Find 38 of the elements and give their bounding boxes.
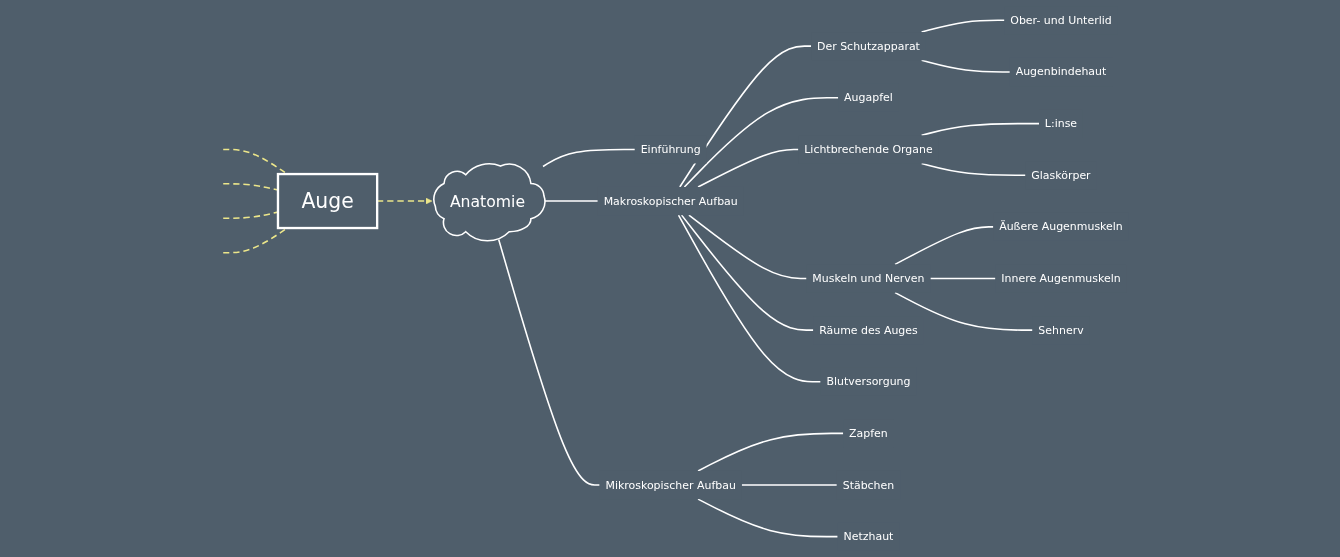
node-text: Netzhaut (843, 530, 893, 543)
connector (920, 122, 1040, 137)
connector (541, 148, 636, 168)
connector (696, 432, 844, 472)
connector (497, 238, 600, 486)
node-text: Räume des Auges (818, 323, 918, 336)
connector (740, 484, 838, 486)
connector (677, 214, 821, 383)
node-text: Sehnerv (1037, 323, 1084, 336)
connector (893, 226, 994, 266)
node-text: Mikroskopischer Aufbau (605, 478, 736, 491)
connector (683, 97, 839, 188)
node-text: Zapfen (848, 426, 888, 440)
connector (893, 291, 1033, 331)
connector (920, 59, 1011, 73)
node-text: Innere Augenmuskeln (1000, 271, 1121, 285)
node-text: Blutversorgung (825, 375, 910, 388)
node-box: Auge (276, 172, 378, 230)
node-text: Makroskopischer Aufbau (603, 194, 738, 207)
node-text: Der Schutzapparat (816, 39, 920, 53)
node-text: Lichtbrechende Organe (803, 142, 933, 156)
node-text: Augenbindehaut (1015, 65, 1106, 78)
connector (696, 498, 838, 538)
connector (678, 45, 812, 188)
connector (929, 277, 996, 280)
node-text: Ober- und Unterlid (1009, 13, 1112, 27)
connector (221, 148, 288, 175)
connector (680, 214, 814, 331)
connector (687, 214, 807, 280)
connector (920, 162, 1026, 176)
node-text: Glaskörper (1030, 168, 1091, 182)
connector (696, 148, 799, 188)
connector (920, 19, 1005, 33)
node-text: Stäbchen (842, 478, 894, 491)
node-text: Augapfel (843, 91, 893, 104)
node-text: L:inse (1044, 116, 1077, 130)
node-text: Muskeln und Nerven (811, 271, 925, 285)
node-text: Äußere Augenmuskeln (998, 220, 1123, 233)
